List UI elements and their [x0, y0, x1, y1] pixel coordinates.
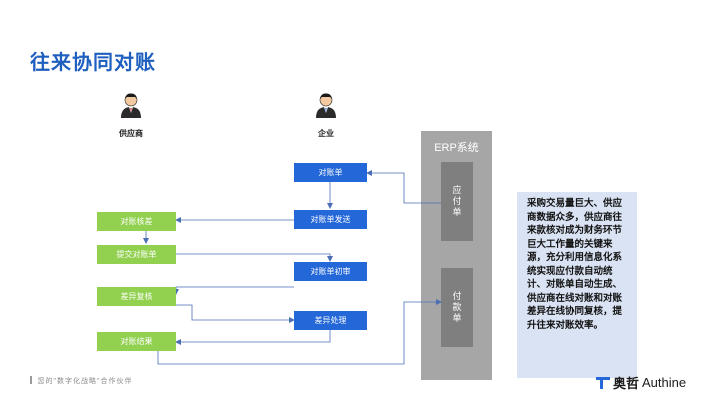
logo-cn-text: 奥哲 [613, 376, 640, 391]
result-box: 对账结果 [97, 332, 176, 351]
first-review-box: 对账单初审 [294, 262, 367, 281]
footer-divider [30, 376, 32, 384]
logo-mark-icon [596, 376, 610, 389]
verify-diff-box: 对账核差 [97, 212, 176, 231]
supplier-label: 供应商 [119, 129, 143, 138]
arrow-submit-to-review [176, 253, 333, 262]
arrow-handle-to-result [175, 329, 331, 345]
arrow-recheck-to-handle [176, 304, 295, 323]
footer-text: 您的"数字化战略"合作伙伴 [37, 378, 133, 385]
description-panel: 采购交易量巨大、供应商数据众多，供应商往来款核对成为财务环节巨大工作量的关键来源… [517, 192, 637, 378]
arrow-result-to-payment [157, 299, 442, 365]
page-title: 往来协同对账 [30, 52, 156, 74]
enterprise-person-icon [316, 93, 336, 118]
erp-system-title: ERP系统 [434, 142, 479, 154]
submit-bill-box: 提交对账单 [97, 245, 176, 264]
supplier-person-icon [121, 93, 141, 118]
arrow-review-to-recheck [173, 286, 294, 295]
erp-payable-label: 应付单 [452, 185, 462, 217]
erp-payable-box: 应付单 [441, 162, 473, 241]
arrow-payable-to-bill [366, 170, 441, 204]
erp-payment-label: 付款单 [452, 291, 462, 323]
logo-en-text: Authine [642, 375, 687, 390]
reconcile-bill-box: 对账单 [294, 163, 367, 182]
diff-handle-box: 差异处理 [294, 311, 367, 330]
footer-slogan: 您的"数字化战略"合作伙伴 [30, 376, 132, 386]
erp-payment-box: 付款单 [441, 268, 473, 347]
supplier-actor: 供应商 [101, 92, 161, 139]
erp-system-panel: ERP系统 应付单 付款单 [421, 131, 492, 380]
send-bill-box: 对账单发送 [294, 210, 367, 229]
diff-recheck-box: 差异复核 [97, 287, 176, 306]
enterprise-actor: 企业 [296, 92, 356, 139]
enterprise-label: 企业 [318, 129, 334, 138]
company-logo: 奥哲 Authine [596, 373, 686, 392]
